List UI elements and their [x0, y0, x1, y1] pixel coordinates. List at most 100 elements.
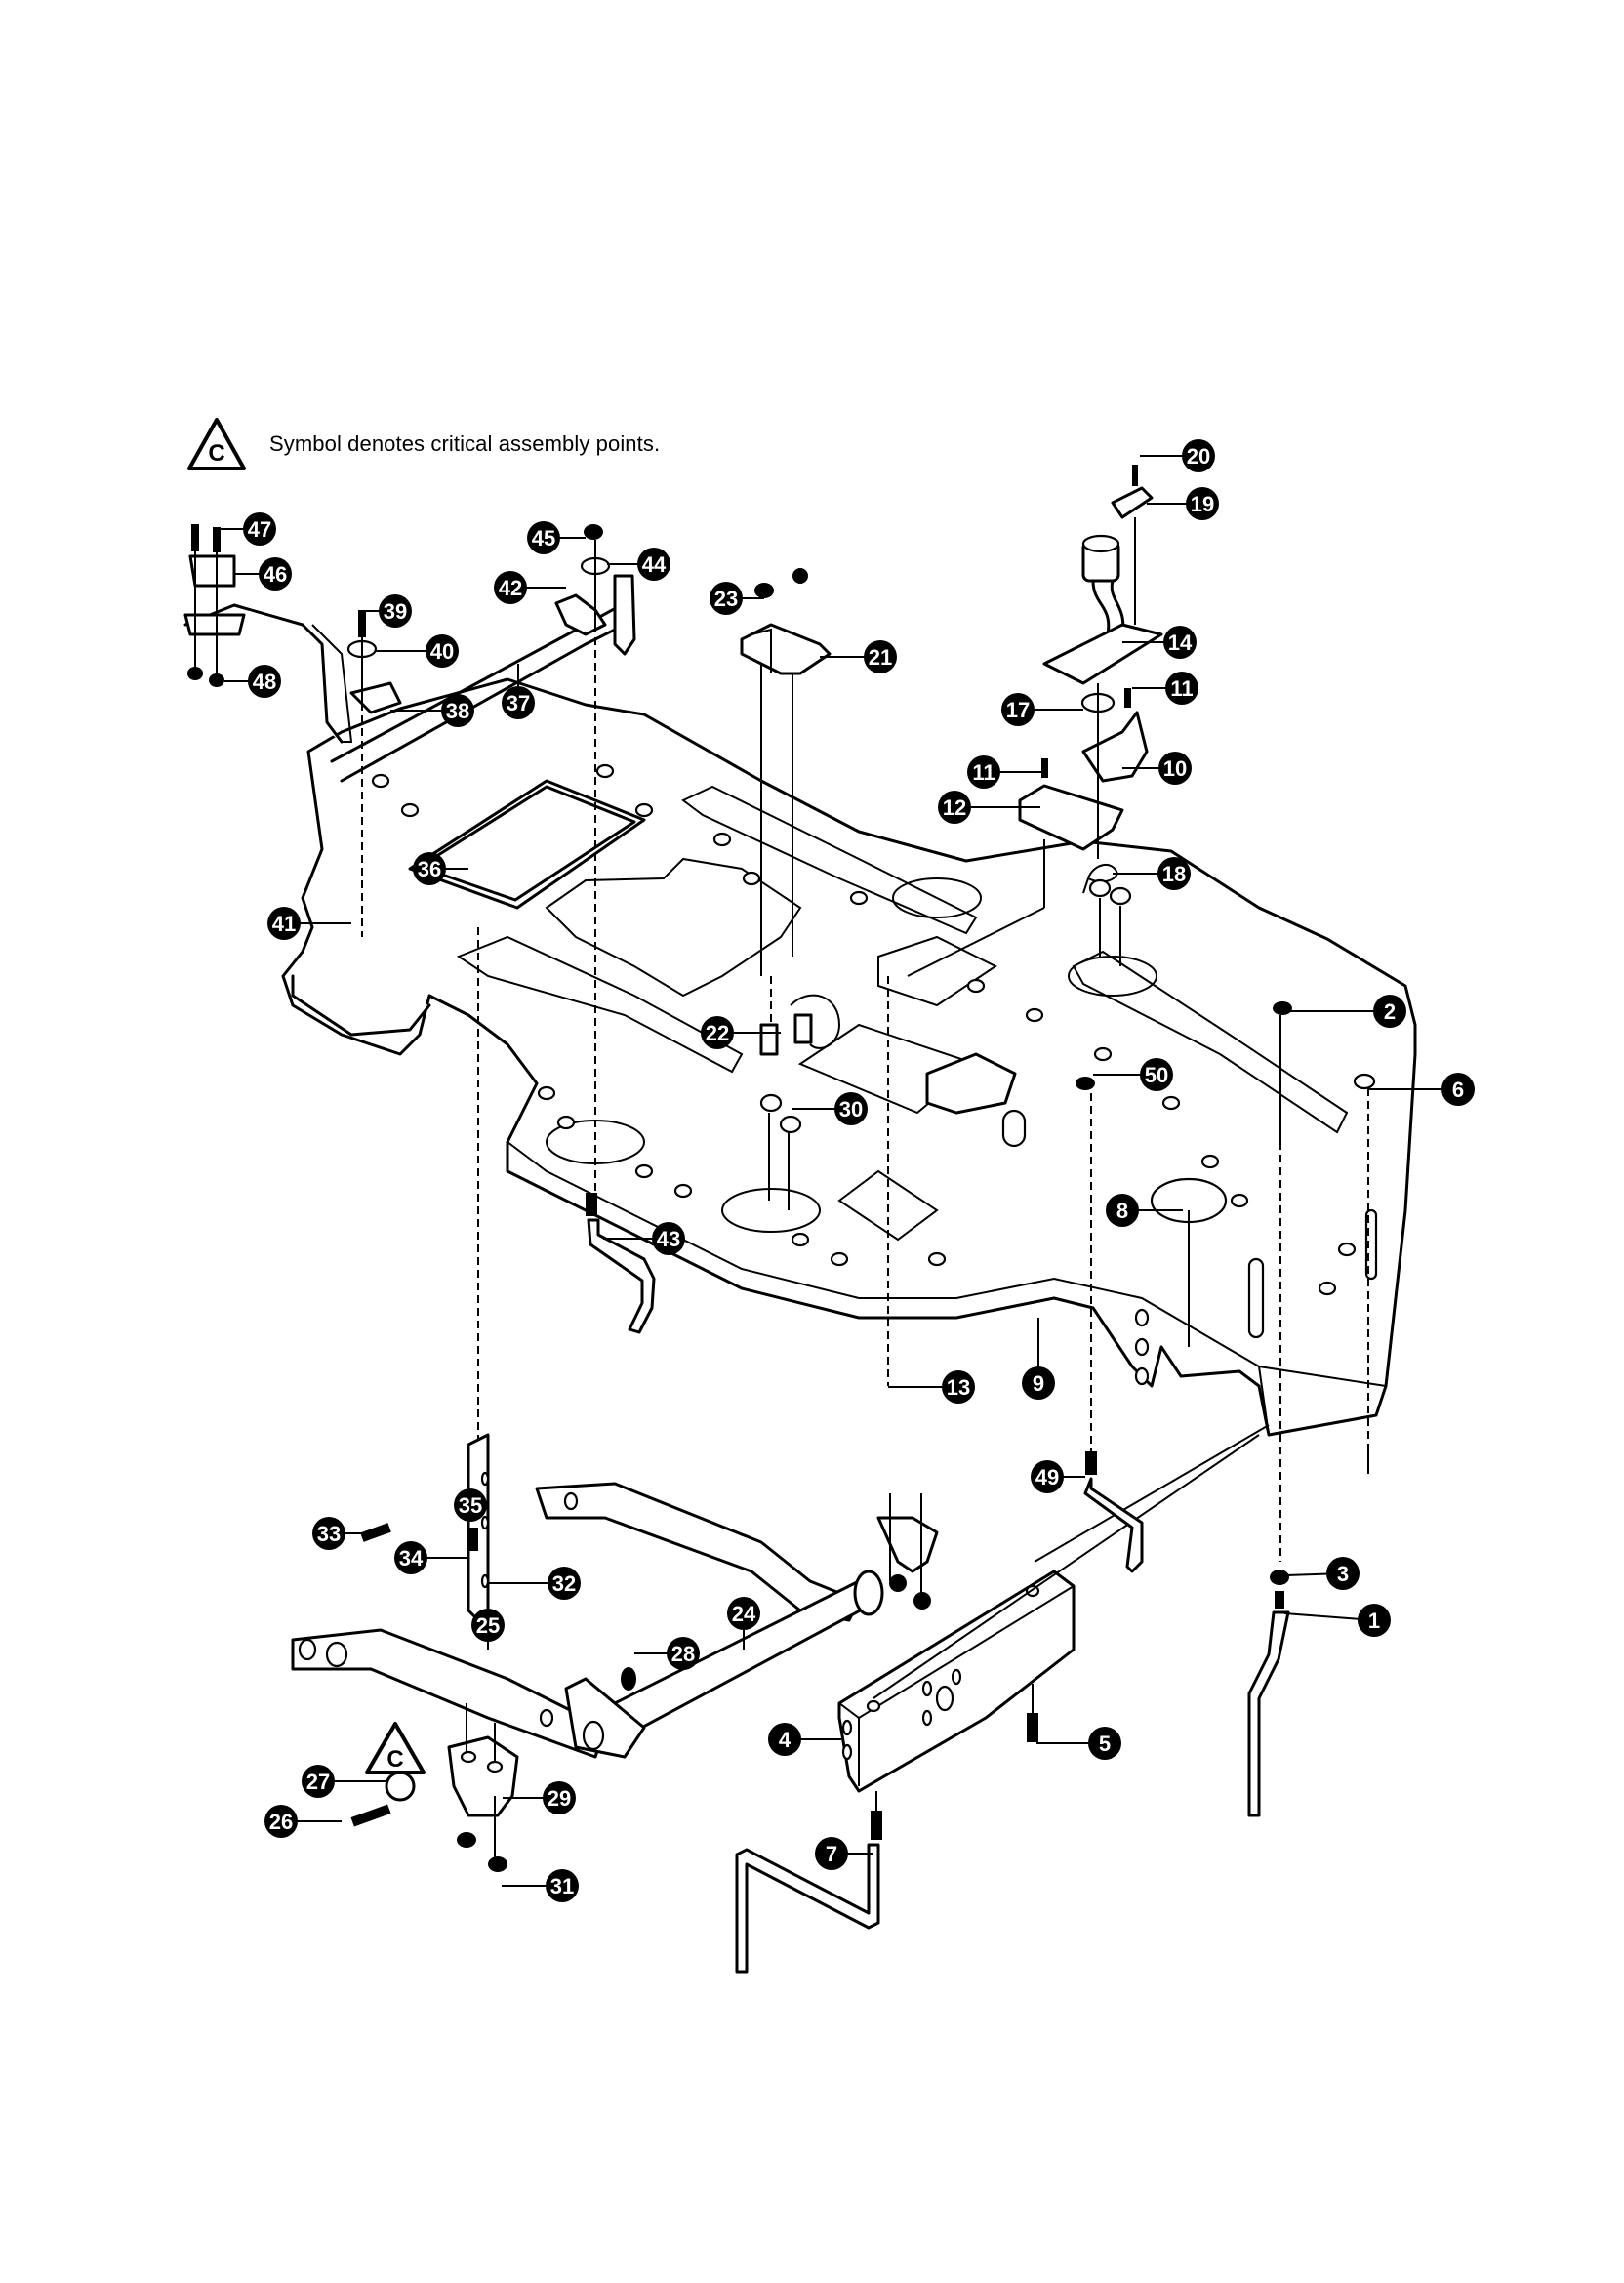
callout-14: 14 — [1122, 626, 1197, 659]
callout-number: 37 — [507, 691, 530, 715]
callout-bubble — [379, 594, 412, 628]
callout-bubble — [864, 640, 897, 673]
callout-bubble — [667, 1637, 700, 1670]
callout-number: 42 — [499, 576, 522, 600]
callout-bubble — [1186, 487, 1219, 520]
callout-bubble — [248, 665, 281, 698]
callout-36: 36 — [413, 852, 468, 885]
callout-bubble — [413, 852, 446, 885]
callout-number: 24 — [732, 1602, 756, 1626]
callout-number: 27 — [306, 1770, 330, 1794]
legend-symbol-letter: C — [208, 440, 224, 467]
callout-bubble — [637, 548, 670, 581]
callout-22: 22 — [701, 1016, 781, 1049]
callout-37: 37 — [502, 664, 535, 719]
callout-number: 3 — [1337, 1562, 1349, 1586]
callout-46: 46 — [234, 557, 292, 591]
callout-bubble — [264, 1805, 298, 1838]
callout-bubble — [454, 1488, 487, 1522]
callout-13: 13 — [888, 1370, 975, 1404]
callout-10: 10 — [1122, 752, 1192, 785]
callout-bubble — [543, 1781, 576, 1814]
callout-33: 33 — [312, 1517, 363, 1550]
callout-45: 45 — [527, 521, 586, 554]
lever-assembly — [887, 465, 1163, 1386]
callout-39: 39 — [366, 594, 412, 628]
callout-40: 40 — [376, 634, 459, 668]
callout-bubble — [1001, 693, 1035, 726]
callout-bubble — [1163, 626, 1197, 659]
callout-29: 29 — [503, 1781, 576, 1814]
callout-number: 20 — [1187, 444, 1210, 469]
callout-27: 27 — [302, 1765, 386, 1798]
frame-holes — [371, 763, 1357, 1386]
callout-number: 47 — [248, 517, 271, 542]
callout-11: 11 — [1132, 672, 1198, 705]
callout-number: 1 — [1368, 1609, 1380, 1633]
callout-bubble — [834, 1092, 868, 1125]
callout-number: 10 — [1163, 756, 1187, 781]
callout-32: 32 — [488, 1567, 581, 1600]
callout-24: 24 — [727, 1597, 760, 1650]
callout-number: 50 — [1145, 1063, 1168, 1087]
callout-bubble — [1031, 1460, 1064, 1493]
callout-20: 20 — [1140, 439, 1215, 472]
callout-bubble — [652, 1222, 685, 1255]
callout-17: 17 — [1001, 693, 1083, 726]
callout-number: 13 — [947, 1375, 970, 1400]
callout-9: 9 — [1022, 1318, 1055, 1400]
callout-38: 38 — [390, 694, 474, 727]
callout-47: 47 — [217, 512, 276, 546]
callout-23: 23 — [710, 582, 764, 615]
callout-bubble — [967, 755, 1000, 789]
callout-bubble — [243, 512, 276, 546]
callout-6: 6 — [1368, 1073, 1475, 1106]
callout-bubble — [426, 634, 459, 668]
callout-25: 25 — [471, 1609, 505, 1650]
callout-7: 7 — [815, 1837, 873, 1870]
callout-bubble — [727, 1597, 760, 1630]
callout-44: 44 — [607, 548, 670, 581]
callout-number: 8 — [1116, 1199, 1128, 1223]
callout-bubble — [494, 571, 527, 604]
callout-bubble — [815, 1837, 848, 1870]
callout-49: 49 — [1031, 1460, 1085, 1493]
callout-bubble — [1157, 857, 1191, 890]
callout-bubble — [1165, 672, 1198, 705]
front-bracket-assembly — [586, 1193, 1290, 1974]
legend-text: Symbol denotes critical assembly points. — [269, 431, 661, 456]
callout-number: 29 — [548, 1786, 571, 1811]
callout-number: 28 — [671, 1642, 695, 1666]
callout-number: 17 — [1006, 698, 1030, 722]
callout-number: 46 — [264, 562, 287, 587]
callout-bubble — [394, 1541, 427, 1574]
rear-linkage-rod-assembly — [183, 524, 636, 1552]
callout-number: 22 — [706, 1021, 729, 1045]
callout-bubble — [441, 694, 474, 727]
callout-bubble — [1358, 1604, 1391, 1637]
callout-bubble — [527, 521, 560, 554]
callout-number: 9 — [1033, 1371, 1044, 1396]
callout-number: 4 — [779, 1728, 792, 1752]
callout-bubble — [312, 1517, 345, 1550]
callout-bubble — [942, 1370, 975, 1404]
callout-12: 12 — [938, 791, 1040, 824]
callout-bubble — [259, 557, 292, 591]
callout-number: 41 — [272, 912, 296, 936]
callout-number: 35 — [459, 1493, 482, 1518]
callout-42: 42 — [494, 571, 566, 604]
callout-4: 4 — [768, 1723, 841, 1756]
callout-number: 25 — [476, 1613, 500, 1638]
callout-bubble — [701, 1016, 734, 1049]
callout-number: 45 — [532, 526, 555, 550]
callout-number: 49 — [1035, 1465, 1059, 1489]
callout-bubble — [471, 1609, 505, 1642]
main-frame — [281, 677, 1417, 1437]
critical-assembly-triangle-icon: C — [187, 418, 246, 470]
callout-28: 28 — [634, 1637, 700, 1670]
callout-3: 3 — [1285, 1557, 1360, 1590]
callout-19: 19 — [1147, 487, 1219, 520]
callout-26: 26 — [264, 1805, 342, 1838]
